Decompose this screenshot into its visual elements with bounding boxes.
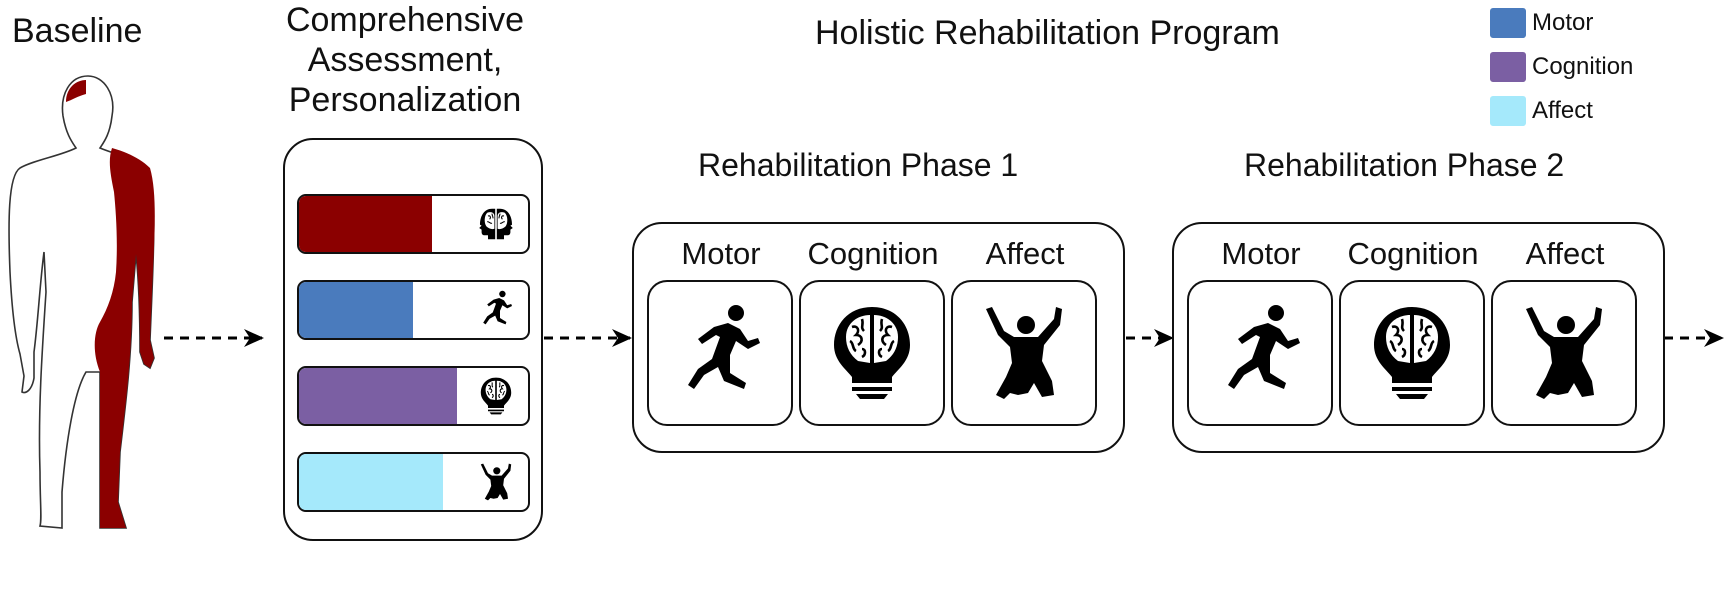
body-figure	[8, 75, 155, 529]
assessment-bar-fill	[299, 196, 432, 252]
legend-label: Cognition	[1532, 53, 1634, 80]
jumping-person-icon	[476, 462, 516, 502]
assessment-bar	[297, 366, 530, 426]
lightbulb-brain-icon	[476, 376, 516, 416]
assessment-bar-fill	[299, 454, 443, 510]
lightbulb-brain-icon	[822, 300, 922, 406]
phase-domain-label: Motor	[1221, 236, 1301, 271]
legend-label: Affect	[1532, 97, 1593, 124]
legend-label: Motor	[1532, 9, 1594, 36]
assessment-heading-line-1: Comprehensive	[285, 1, 525, 39]
phase-title: Rehabilitation Phase 2	[1244, 147, 1565, 183]
head-brain-icon	[476, 204, 516, 244]
assessment-bar	[297, 194, 530, 254]
assessment-heading-line-2: Assessment,	[307, 41, 503, 79]
legend-swatch-motor	[1490, 8, 1526, 38]
assessment-heading: Comprehensive Assessment, Personalizatio…	[250, 0, 560, 120]
lightbulb-brain-icon	[1362, 300, 1462, 406]
phase-domain-tile	[1491, 280, 1637, 426]
assessment-heading-line-3: Personalization	[288, 81, 522, 119]
jumping-person-icon	[974, 300, 1074, 406]
legend-swatch-affect	[1490, 96, 1526, 126]
phase-domain-label: Cognition	[807, 236, 939, 271]
program-heading: Holistic Rehabilitation Program	[815, 14, 1280, 52]
runner-icon	[1210, 300, 1310, 406]
assessment-bar-fill	[299, 368, 457, 424]
runner-icon	[670, 300, 770, 406]
phase-domain-label: Affect	[1525, 236, 1605, 271]
assessment-bar-fill	[299, 282, 413, 338]
baseline-heading: Baseline	[12, 12, 143, 50]
phase-domain-label: Motor	[681, 236, 761, 271]
runner-icon	[476, 290, 516, 330]
phase-domain-tile	[1339, 280, 1485, 426]
assessment-bar	[297, 280, 530, 340]
jumping-person-icon	[1514, 300, 1614, 406]
phase-title: Rehabilitation Phase 1	[698, 147, 1019, 183]
legend-swatch-cognition	[1490, 52, 1526, 82]
phase-domain-label: Affect	[985, 236, 1065, 271]
phase-domain-label: Cognition	[1347, 236, 1479, 271]
